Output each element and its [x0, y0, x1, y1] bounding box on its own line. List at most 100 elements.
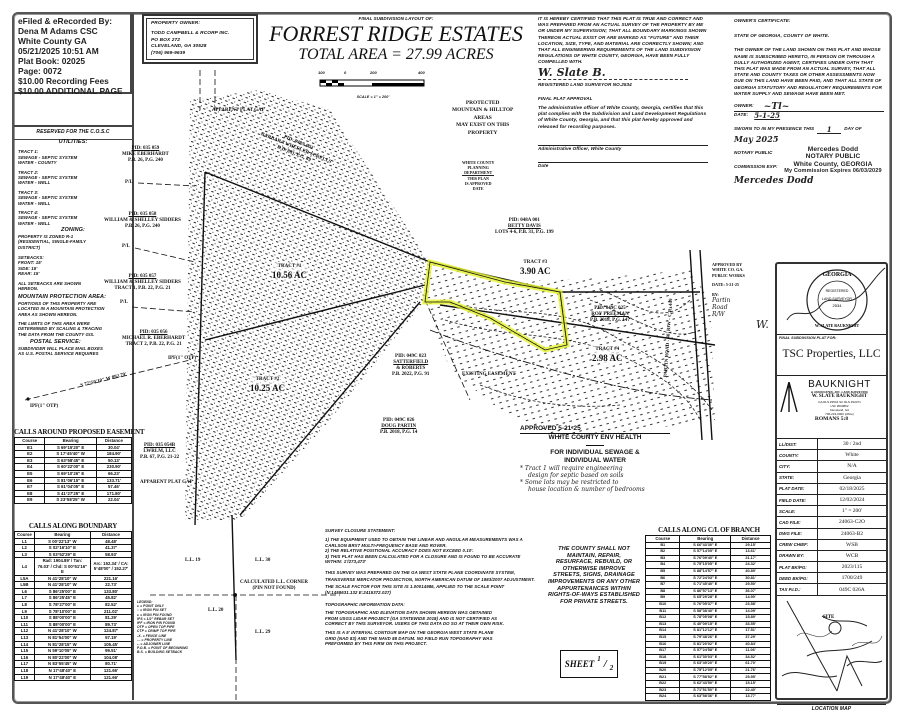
distance-cell: 13.61'	[730, 548, 771, 556]
course-cell: E6	[13, 476, 46, 485]
title-block-row: LL/DIST:30 / 2nd	[777, 438, 886, 450]
location-map-graphic: SITE	[781, 600, 883, 691]
utility-line: SEWAGE - SEPTIC SYSTEM	[18, 195, 78, 201]
distance-cell: 57.19'	[89, 633, 133, 642]
distance-cell: 105.45'	[89, 640, 133, 649]
admin-officer-label: Administrative Officer, White County	[538, 144, 708, 152]
bearing-cell: N 41°28'10" W	[33, 574, 91, 583]
bearing-cell: N 41°28'10" W	[33, 627, 91, 635]
legend-item: IPF = IRON PIN FOUND	[137, 621, 176, 626]
course-cell: B16	[644, 640, 681, 649]
column-header: Distance	[89, 531, 133, 539]
setback-front: FRONT: 15'	[18, 260, 42, 266]
title-block-row: COUNTY:White	[777, 449, 886, 461]
client-name: TSC Properties, LLC	[782, 348, 881, 361]
course-cell: B3	[644, 554, 681, 563]
distance-cell: 22.73'	[89, 581, 133, 589]
cosc-reserved-label: RESERVED FOR THE C.O.S.C	[36, 129, 110, 135]
course-cell: B12	[644, 614, 681, 622]
location-map-label: LOCATION MAP	[777, 703, 886, 714]
zoning-text: PROPERTY IS ZONED R-1 (RESIDENTIAL, SING…	[18, 233, 86, 250]
bearing-cell: S 41°27'25" E	[44, 489, 97, 498]
title-block-row: FIELD DATE:12/02/2024	[777, 493, 886, 506]
recording-line: White County GA	[18, 36, 87, 46]
course-cell: B4	[644, 561, 681, 569]
land-lot-20: L.L. 20	[208, 608, 224, 613]
plat-subtitle: FINAL SUBDIVISION LAYOUT OF:	[358, 16, 434, 21]
field-value: 2023/115	[841, 564, 863, 571]
owner-date-value: 5-1-25	[754, 111, 781, 121]
distance-cell: 29.50'	[730, 581, 771, 589]
course-cell: L6	[14, 587, 35, 596]
distance-cell: 22.04'	[95, 496, 133, 504]
recording-line: 05/21/2025 10:51 AM	[18, 46, 99, 56]
distance-cell: 21.17'	[730, 554, 771, 563]
distance-cell: 15.15'	[730, 680, 771, 688]
course-cell: L9	[14, 607, 35, 616]
course-cell: B10	[644, 600, 681, 609]
title-block-row: DWG FILE:24063-B2	[777, 527, 886, 539]
course-cell: B1	[644, 541, 681, 550]
notary-stamp-line: My Commission Expires 06/03/2029	[784, 168, 882, 175]
course-cell: L18	[14, 666, 35, 675]
field-label: CREW CHIEF:	[777, 539, 818, 550]
scale-tick: 400	[418, 70, 425, 75]
course-cell: L4	[14, 557, 35, 576]
field-label: CAD FILE:	[777, 517, 818, 528]
land-lot-30: L.L. 30	[255, 558, 271, 563]
approval-date-label: Date	[538, 162, 708, 169]
bearing-cell: N 83°55'45" W	[33, 660, 91, 668]
field-label: FIELD DATE:	[777, 494, 818, 506]
branch-centerline	[429, 329, 713, 401]
legend-item: CTP = CRIMP TOP PIPE	[137, 629, 176, 634]
topo-note-2: THIS IS A 5' INTERVAL CONTOUR MAP ON THE…	[325, 630, 494, 647]
owner-cert-text: THE OWNER OF THE LAND SHOWN ON THIS PLAT…	[734, 47, 882, 96]
bearing-cell: S 81°20'02" E	[679, 640, 732, 649]
distance-cell: 40.84'	[730, 640, 771, 649]
distance-cell: 184.90'	[95, 450, 133, 458]
owner-cert-title: OWNER'S CERTIFICATE:	[734, 18, 791, 23]
distance-cell: 13.77'	[730, 693, 771, 701]
owner-certificate: OWNER'S CERTIFICATE: STATE OF GEORGIA, C…	[734, 18, 884, 187]
legend-item: B.S. = BUILDING SETBACK	[137, 650, 183, 655]
bearing-cell: S 78°05'08" E	[679, 614, 732, 622]
ipf-point	[26, 397, 30, 401]
location-map: SITE	[777, 594, 886, 704]
owner-label: PROPERTY OWNER:	[151, 21, 201, 26]
bearing-cell: N 17°48'40" E	[33, 673, 91, 682]
ipf-label: IPF(1" OTP)	[30, 404, 59, 409]
sworn-suffix: DAY OF	[844, 126, 862, 132]
owner-line: (706) 969-9639	[151, 50, 186, 56]
distance-cell: 34.52'	[730, 653, 771, 662]
commission-label: COMMISSION EXP:	[734, 164, 778, 170]
surveyor-certificate: IT IS HEREBY CERTIFIED THAT THIS PLAT IS…	[538, 16, 708, 169]
legend: LEGEND: ● = POINT ONLY○ = IRON PIN SET● …	[137, 600, 199, 655]
contour-area-west	[185, 90, 430, 520]
course-cell: L1	[14, 537, 35, 546]
ipf-label-2: IPF(1" OTP)	[168, 356, 197, 361]
distance-cell: 81.29'	[89, 614, 133, 622]
distance-cell: 48.48'	[89, 537, 133, 546]
distance-cell: 14.09'	[730, 607, 771, 616]
